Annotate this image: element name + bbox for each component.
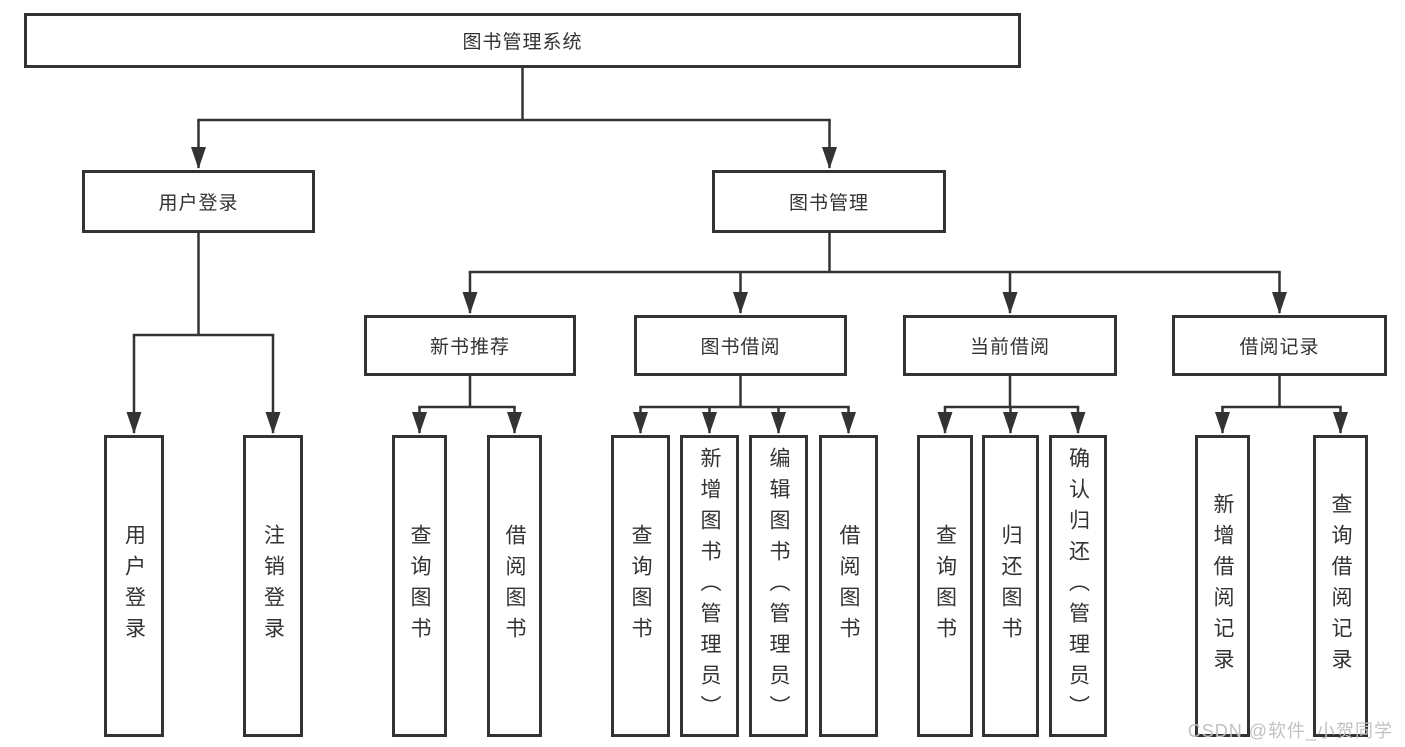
node-label: 确认归还（管理员） — [1066, 446, 1090, 726]
leaf-add-books-admin: 新增图书（管理员） — [680, 435, 739, 737]
node-label: 新增借阅记录 — [1211, 493, 1234, 679]
watermark: CSDN @软件_小贺同学 — [1187, 721, 1393, 741]
node-user-login: 用户登录 — [82, 170, 315, 233]
leaf-borrow-books-recommend: 借阅图书 — [487, 435, 542, 737]
node-label: 编辑图书（管理员） — [767, 446, 790, 726]
leaf-query-books-current: 查询图书 — [917, 435, 973, 737]
node-label: 查询图书 — [629, 524, 652, 648]
leaf-edit-books-admin: 编辑图书（管理员） — [749, 435, 808, 737]
node-book-management-system: 图书管理系统 — [24, 13, 1021, 68]
connector-book-borrowing-children — [633, 376, 856, 434]
node-current-borrowing: 当前借阅 — [903, 315, 1117, 376]
node-label: 查询图书 — [408, 524, 431, 648]
node-new-book-recommend: 新书推荐 — [364, 315, 576, 376]
node-book-management: 图书管理 — [712, 170, 946, 233]
connector-root-to-level2 — [191, 67, 837, 169]
node-label: 归还图书 — [999, 524, 1022, 648]
leaf-query-borrow-record: 查询借阅记录 — [1313, 435, 1368, 737]
node-borrowing-records: 借阅记录 — [1172, 315, 1387, 376]
leaf-borrow-books-borrowing: 借阅图书 — [819, 435, 878, 737]
node-label: 注销登录 — [261, 524, 285, 648]
node-label: 借阅图书 — [503, 524, 526, 648]
connector-current-borrowing-children — [937, 376, 1086, 434]
leaf-user-login: 用户登录 — [104, 435, 164, 737]
node-label: 查询图书 — [933, 524, 957, 648]
connector-user-login-children — [126, 233, 281, 434]
leaf-logout: 注销登录 — [243, 435, 303, 737]
connector-book-management-children — [462, 233, 1287, 314]
leaf-confirm-return-admin: 确认归还（管理员） — [1049, 435, 1107, 737]
node-label: 新增图书（管理员） — [698, 446, 721, 726]
node-book-borrowing: 图书借阅 — [634, 315, 847, 376]
leaf-add-borrow-record: 新增借阅记录 — [1195, 435, 1250, 737]
node-label: 借阅图书 — [837, 524, 860, 648]
connector-borrowing-records-children — [1215, 376, 1348, 434]
leaf-query-books-borrowing: 查询图书 — [611, 435, 670, 737]
connector-new-book-recommend-children — [412, 376, 522, 434]
node-label: 查询借阅记录 — [1329, 493, 1352, 679]
leaf-return-books: 归还图书 — [982, 435, 1039, 737]
leaf-query-books-recommend: 查询图书 — [392, 435, 447, 737]
node-label: 用户登录 — [122, 524, 146, 648]
